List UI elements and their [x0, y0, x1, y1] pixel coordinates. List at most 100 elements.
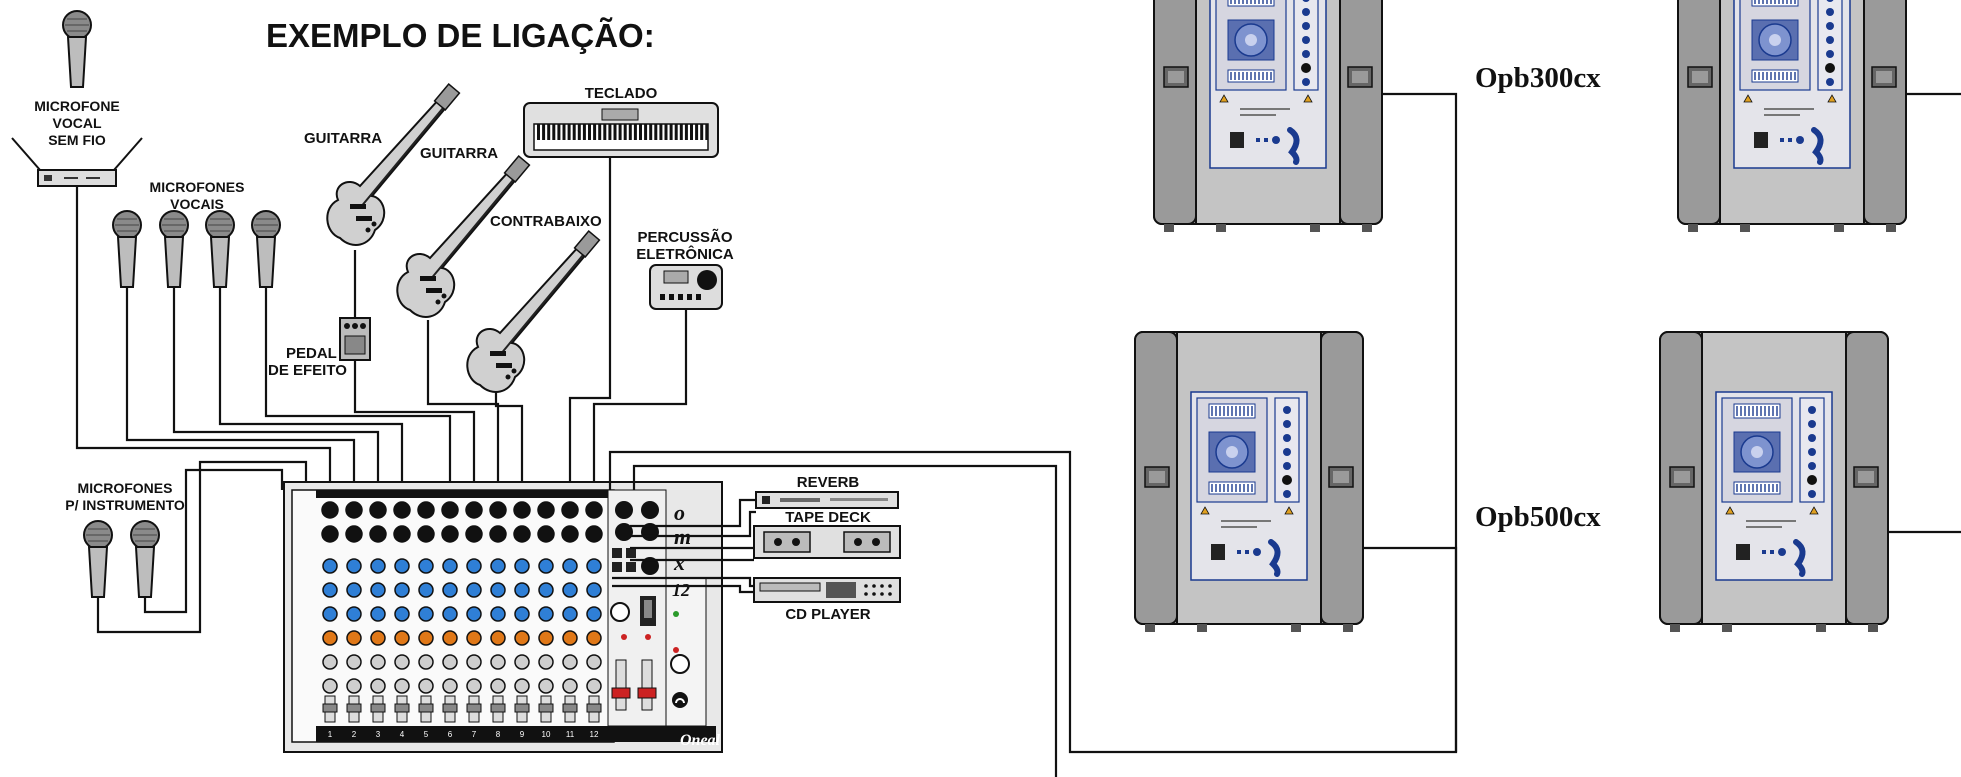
mixer-knob — [418, 558, 434, 574]
mixer-knob — [441, 501, 459, 519]
mixer-knob — [346, 630, 362, 646]
keyboard-icon — [523, 102, 719, 158]
mixer-knob — [514, 630, 530, 646]
keyboard-key — [654, 124, 658, 140]
mixer-knob — [538, 678, 554, 694]
keyboard-key — [674, 124, 678, 140]
mixer-knob — [514, 654, 530, 670]
mixer-channel-number: 4 — [400, 730, 405, 739]
mixer-knob — [586, 630, 602, 646]
mixer-channel-number: 3 — [376, 730, 381, 739]
mixer-knob — [417, 525, 435, 543]
keyboard-key — [664, 124, 668, 140]
speaker-top-right — [1677, 0, 1907, 233]
wireless-mic-icon — [62, 10, 92, 88]
mixer-fader-cap — [514, 703, 530, 713]
mixer-knob — [586, 678, 602, 694]
keyboard-key — [577, 124, 581, 140]
vocal-mic-icon — [159, 210, 189, 288]
svg-text:o: o — [674, 500, 685, 525]
mixer-knob — [442, 582, 458, 598]
keyboard-key — [649, 124, 653, 140]
mixer-knob — [417, 501, 435, 519]
keyboard-key — [557, 124, 561, 140]
pedal-label-2: DE EFEITO — [268, 362, 347, 379]
mixer-knob — [345, 501, 363, 519]
mixer-knob — [394, 606, 410, 622]
keyboard-key — [639, 124, 642, 140]
reverb-label: REVERB — [797, 474, 860, 491]
mixer-knob — [466, 654, 482, 670]
mixer-fader-cap — [466, 703, 482, 713]
mixer-knob — [586, 582, 602, 598]
mixer-knob — [442, 558, 458, 574]
keyboard-label: TECLADO — [585, 85, 658, 102]
mixer-knob — [394, 630, 410, 646]
speaker-top-left — [1153, 0, 1383, 233]
mixer-knob — [490, 630, 506, 646]
instrument-mic-icon — [130, 520, 160, 598]
keyboard-key — [608, 124, 612, 140]
guitar2-label: GUITARRA — [420, 145, 498, 162]
mixer-knob — [489, 525, 507, 543]
bass-label: CONTRABAIXO — [490, 213, 602, 230]
mixer-knob — [537, 501, 555, 519]
mixer-knob — [369, 525, 387, 543]
mixer-channel-strip: 2 — [345, 501, 363, 739]
mixer-knob — [514, 606, 530, 622]
mixer-channel-number: 1 — [328, 730, 333, 739]
mixer-knob — [585, 525, 603, 543]
keyboard-key — [562, 124, 566, 140]
instrument-mics-label-1: MICROFONES — [78, 480, 173, 496]
mixer-knob — [322, 678, 338, 694]
speaker-bottom-right — [1659, 331, 1889, 633]
mixer-knob — [346, 558, 362, 574]
bass-guitar-icon — [466, 230, 601, 393]
mixer-knob — [346, 606, 362, 622]
mixer-fader-cap — [346, 703, 362, 713]
instrument-mics-label-2: P/ INSTRUMENTO — [65, 497, 185, 513]
mixer-knob — [442, 654, 458, 670]
mixer-knob — [393, 525, 411, 543]
mixer-channel-strip: 4 — [393, 501, 411, 739]
mixer-fader-cap — [394, 703, 410, 713]
mixer-knob — [562, 678, 578, 694]
wireless-mic-label-2: VOCAL — [53, 115, 102, 131]
mixer-knob — [442, 606, 458, 622]
guitar1-label: GUITARRA — [304, 130, 382, 147]
mixer-channel-strip: 8 — [489, 501, 507, 739]
mixer-knob — [490, 654, 506, 670]
mixer-fader-cap — [418, 703, 434, 713]
mixer-knob — [490, 678, 506, 694]
keyboard-key — [700, 124, 704, 140]
mixer-knob — [513, 525, 531, 543]
mixer-knob — [370, 606, 386, 622]
mixer-knob — [418, 630, 434, 646]
mixer-channel-strip: 12 — [585, 501, 603, 739]
keyboard-key — [567, 124, 571, 140]
mixer-knob — [321, 501, 339, 519]
keyboard-key — [593, 124, 597, 140]
keyboard-key — [659, 124, 663, 140]
vocal-mics-label-2: VOCAIS — [170, 196, 224, 212]
mixer-knob — [322, 654, 338, 670]
mixer-knob — [513, 501, 531, 519]
mixer-knob — [370, 582, 386, 598]
mixer-knob — [538, 558, 554, 574]
keyboard-key — [618, 124, 622, 140]
mixer-channel-strip: 1 — [321, 501, 339, 739]
mixer-channel-strip: 3 — [369, 501, 387, 739]
mixer-knob — [562, 558, 578, 574]
vocal-mics-label-1: MICROFONES — [150, 179, 245, 195]
mixer-knob — [466, 678, 482, 694]
keyboard-key — [633, 124, 637, 140]
mixer-knob — [418, 678, 434, 694]
mixer-knob — [322, 582, 338, 598]
percussion-label-2: ELETRÔNICA — [636, 245, 734, 263]
instrument-mic-icon — [83, 520, 113, 598]
mixer-knob — [418, 582, 434, 598]
keyboard-key — [695, 124, 699, 140]
mixer-channel-number: 2 — [352, 730, 357, 739]
keyboard-key — [628, 124, 632, 140]
mixer-channel-strip: 7 — [465, 501, 483, 739]
